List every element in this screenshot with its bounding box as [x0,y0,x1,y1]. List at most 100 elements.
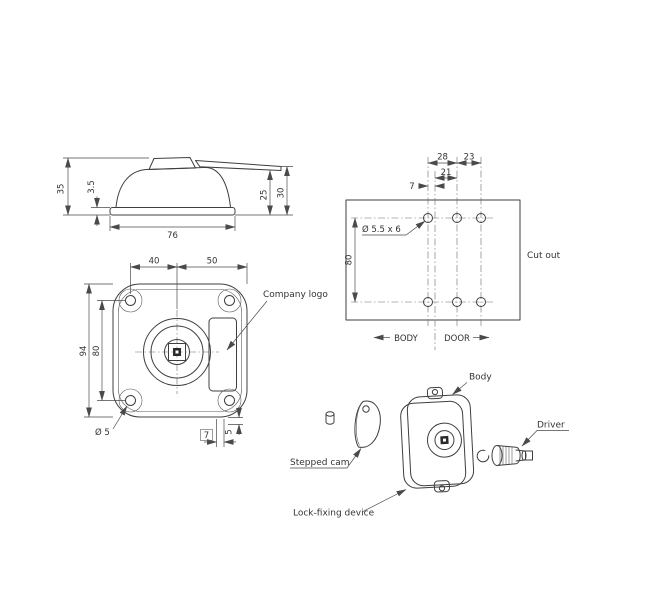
dim-80-cutout-value: 80 [345,255,355,266]
hole-row-centerlines [351,217,494,303]
company-logo-area [208,317,237,392]
door-side-label: DOOR [444,334,470,344]
ear-arc [217,388,242,413]
driver-leader [521,430,569,447]
dim-50-value: 50 [207,257,218,267]
body-side-label: BODY [394,334,418,344]
cutout-view: 28 23 21 7 Ø 5.5 x 6 80 Cut out BODY DOO… [345,153,561,350]
dim-94: 94 [79,283,113,418]
dim-76-value: 76 [167,231,178,241]
hole-spec-callout: Ø 5.5 x 6 [362,220,426,236]
front-view-body-outline [112,283,248,418]
hole-column-centerlines [427,157,482,326]
lock-body-part [400,386,475,493]
boss-inner-circle [164,339,190,365]
body-square-center [442,438,447,442]
cutout-hole [452,213,462,223]
side-view-cam-tab [195,160,282,171]
exploded-view: Body Driver Stepped cam Lock-fixing devi… [290,373,569,519]
dim-80-front: 80 [92,300,126,401]
stepped-cam-inner-edge [356,403,362,446]
dim-7-front-frame [200,429,213,441]
front-view-inner-contour [118,289,242,412]
square-drive-outline [168,343,186,361]
body-back-plate [400,400,467,489]
dim-30-value: 30 [277,188,287,199]
driver-flange [491,445,503,466]
hole-dia-callout: Ø 5 [95,405,128,438]
body-label: Body [469,373,492,383]
mounting-hole [125,395,136,406]
side-view: 35 3.5 76 25 30 [57,157,293,241]
lock-fixing-label: Lock-fixing device [293,509,375,519]
cutout-hole [476,213,486,223]
body-leader [452,382,468,395]
body-boss-inner [434,430,455,451]
dim-23-value: 23 [464,153,475,163]
mounting-hole [224,395,235,406]
driver-callout: Driver [521,421,569,447]
hole-dia-leader [112,405,128,430]
cutout-label: Cut out [527,251,561,261]
stepped-cam-outline [354,400,381,448]
dim-40-value: 40 [149,257,160,267]
boss-mid-circle [150,325,204,379]
hole-spec-leader [362,220,426,236]
cutout-holes [423,213,486,307]
dim-7-front-value: 7 [204,431,209,441]
side-view-base-flange [109,207,236,216]
dim-5-front: 5 [225,407,243,435]
dim-3-5-value: 3.5 [87,180,97,194]
side-view-dome [115,166,231,208]
cutout-hole [452,297,462,307]
lock-fixing-callout: Lock-fixing device [293,489,407,519]
front-view: Company logo 40 50 94 80 Ø 5 [79,257,328,447]
cutout-hole [423,213,433,223]
dim-80-front-value: 80 [92,346,102,357]
boss-outer-circle [143,318,211,386]
mounting-hole [224,295,235,306]
body-front-plate [406,394,475,487]
dim-7-front: 7 [200,419,236,447]
fixing-screw [325,411,335,425]
dim-3-5: 3.5 [87,180,110,226]
dim-21-value: 21 [441,168,452,178]
dim-94-value: 94 [79,346,89,357]
screw-shaft [325,413,335,425]
driver-part [476,445,533,466]
hole-spec-value: Ø 5.5 x 6 [362,224,401,235]
stepped-cam-part [354,400,381,448]
dim-35: 35 [57,157,149,216]
body-bottom-tab-hole [438,485,446,492]
dim-7-cutout-value: 7 [409,182,414,192]
dim-28-value: 28 [437,153,448,163]
stepped-cam-label: Stepped cam [290,458,350,468]
company-logo-callout: Company logo [226,290,328,351]
dim-5-front-extension-lines [228,417,243,425]
lock-fixing-leader [361,489,407,513]
body-top-tab-hole [431,388,439,396]
hole-dia-value: Ø 5 [95,427,110,438]
dim-80-cutout: 80 [345,217,358,303]
body-boss-outer [426,422,462,458]
dim-21-7: 21 7 [409,168,458,192]
dim-5-front-value: 5 [225,429,235,434]
driver-circlip [476,449,490,463]
cutout-panel [345,199,521,321]
dim-28-23: 28 23 [427,153,482,166]
dim-7-front-extension-lines [216,419,225,447]
dim-40-50: 40 50 [130,257,248,309]
body-top-tab [426,386,444,400]
stepped-cam-leader [290,448,362,469]
driver-label: Driver [537,421,565,431]
stepped-cam-callout: Stepped cam [290,448,362,469]
dim-76-extension-lines [109,216,236,231]
dim-25-value: 25 [260,190,270,201]
company-logo-label: Company logo [263,290,328,300]
screw-head [325,411,335,417]
body-door-indicator: BODY DOOR [373,334,490,344]
mounting-hole [125,295,136,306]
dim-25-30: 25 30 [235,166,293,216]
body-callout: Body [452,373,492,395]
